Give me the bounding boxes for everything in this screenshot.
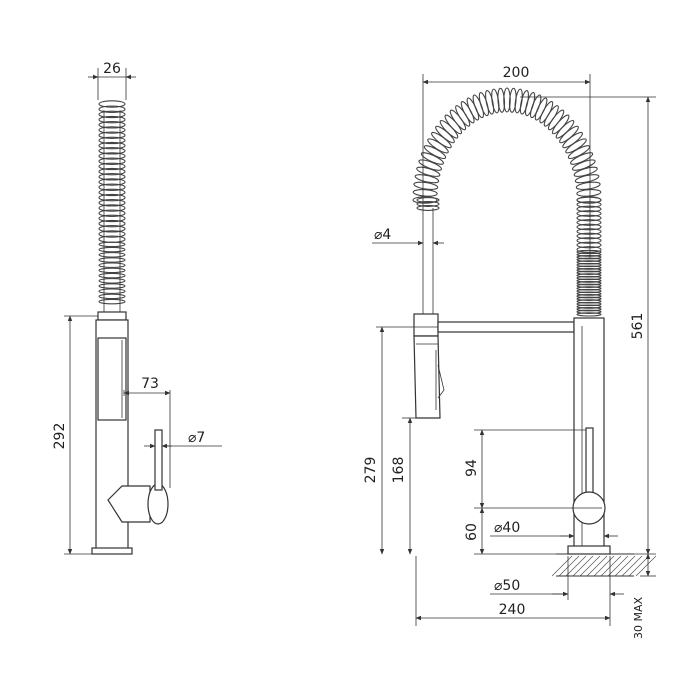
front-spring-coil — [412, 87, 602, 253]
front-lever-handle — [585, 427, 594, 499]
dim-side-reach: 73 — [141, 376, 159, 392]
dim-lever-height: 94 — [464, 459, 480, 477]
dim-front-width: 200 — [503, 65, 530, 81]
dim-body-diameter: ⌀40 — [494, 520, 520, 536]
dim-base-diameter: ⌀50 — [494, 578, 520, 594]
dim-deck-thickness: 30 MAX — [632, 597, 645, 640]
front-spring-dense — [576, 249, 602, 317]
dim-side-height: 292 — [52, 423, 68, 450]
front-view: 200 561 ⌀4 279 168 94 60 ⌀40 — [363, 65, 657, 640]
dim-base-height: 60 — [464, 523, 480, 541]
dim-spout-height: 279 — [363, 457, 379, 484]
front-base — [567, 545, 611, 555]
dim-side-lever-diameter: ⌀7 — [188, 430, 205, 446]
front-spray-collar — [413, 313, 439, 337]
side-collar — [97, 311, 127, 321]
dim-reach: 240 — [499, 602, 526, 618]
dim-spray-diameter: ⌀4 — [374, 227, 391, 243]
side-spring-coil — [98, 100, 126, 305]
dim-side-width: 26 — [103, 61, 121, 77]
dim-front-height: 561 — [630, 313, 646, 340]
side-spray-head — [97, 337, 127, 421]
side-lever-handle — [154, 429, 163, 491]
dim-spray-height: 168 — [391, 457, 407, 484]
front-spray-holder-arm — [437, 321, 575, 333]
side-base — [91, 547, 133, 555]
side-view: 26 292 73 ⌀7 — [52, 61, 222, 555]
front-spray-head — [413, 335, 441, 419]
countertop-hatch — [551, 555, 657, 577]
